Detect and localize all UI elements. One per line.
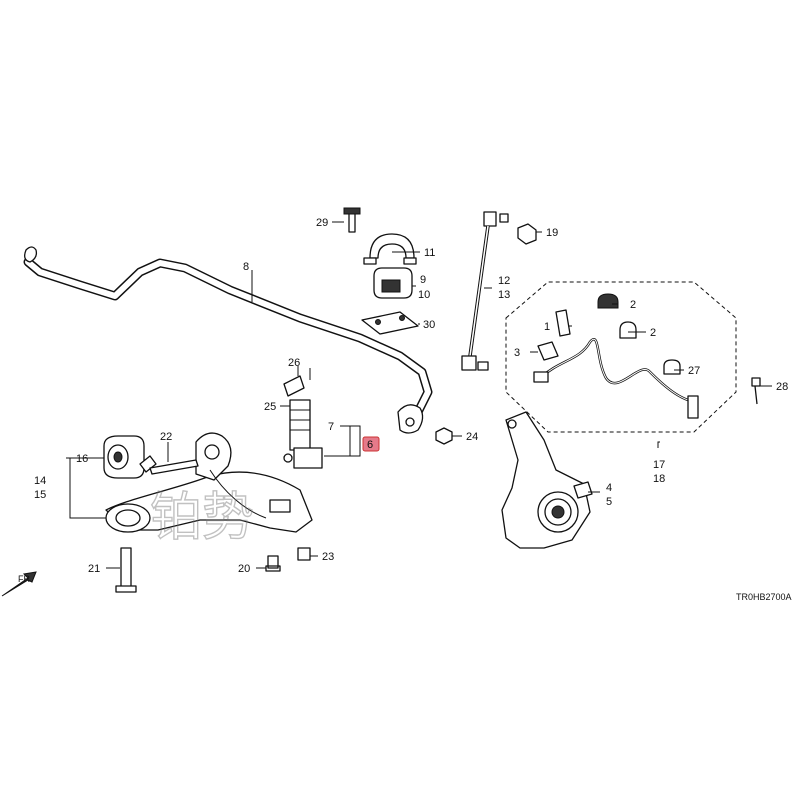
callout-6: 6 bbox=[367, 439, 373, 451]
callout-30: 30 bbox=[423, 319, 435, 331]
callout-4: 4 bbox=[606, 482, 612, 494]
leader-lines bbox=[66, 221, 772, 569]
callout-14: 14 bbox=[34, 475, 46, 487]
callout-8: 8 bbox=[243, 261, 249, 273]
callout-11: 11 bbox=[424, 247, 435, 259]
stabilizer-bar bbox=[23, 246, 433, 434]
lower-arm bbox=[105, 432, 313, 533]
callout-12: 12 bbox=[498, 275, 510, 287]
callout-2a: 2 bbox=[630, 299, 636, 311]
callout-1: 1 bbox=[544, 321, 550, 333]
bolts bbox=[115, 455, 311, 593]
callout-13: 13 bbox=[498, 289, 510, 301]
callout-10: 10 bbox=[418, 289, 430, 301]
callout-28: 28 bbox=[776, 381, 788, 393]
callout-19: 19 bbox=[546, 227, 558, 239]
direction-label: FR. bbox=[18, 574, 33, 584]
callout-15: 15 bbox=[34, 489, 46, 501]
callout-29: 29 bbox=[316, 217, 328, 229]
callout-23: 23 bbox=[322, 551, 334, 563]
diagram-code: TR0HB2700A bbox=[736, 592, 792, 602]
nut-19 bbox=[517, 223, 537, 245]
nut-24 bbox=[435, 427, 453, 445]
callout-24: 24 bbox=[466, 431, 478, 443]
watermark: 铂势 bbox=[150, 488, 254, 548]
bushing-16 bbox=[103, 435, 145, 479]
callout-20: 20 bbox=[238, 563, 250, 575]
callout-5: 5 bbox=[606, 496, 612, 508]
callout-9: 9 bbox=[420, 274, 426, 286]
stabilizer-bushing-group bbox=[343, 207, 419, 335]
steering-knuckle bbox=[501, 411, 593, 549]
callout-27: 27 bbox=[688, 365, 700, 377]
callout-26: 26 bbox=[288, 357, 300, 369]
callout-17: 17 bbox=[653, 459, 665, 471]
callout-3: 3 bbox=[514, 347, 520, 359]
front-direction-arrow bbox=[1, 571, 37, 597]
callout-25: 25 bbox=[264, 401, 276, 413]
stabilizer-link bbox=[461, 211, 509, 371]
callout-2b: 2 bbox=[650, 327, 656, 339]
callout-22: 22 bbox=[160, 431, 172, 443]
callout-16: 16 bbox=[76, 453, 88, 465]
sensor-group-box bbox=[505, 281, 761, 433]
callout-18: 18 bbox=[653, 473, 665, 485]
damper-assembly bbox=[283, 368, 323, 469]
callout-21: 21 bbox=[88, 563, 100, 575]
highlight-callout-6 bbox=[362, 436, 380, 452]
callouts: 29 11 9 10 30 8 12 13 19 24 1 2 2 3 27 2… bbox=[34, 217, 788, 575]
callout-7: 7 bbox=[328, 421, 334, 433]
